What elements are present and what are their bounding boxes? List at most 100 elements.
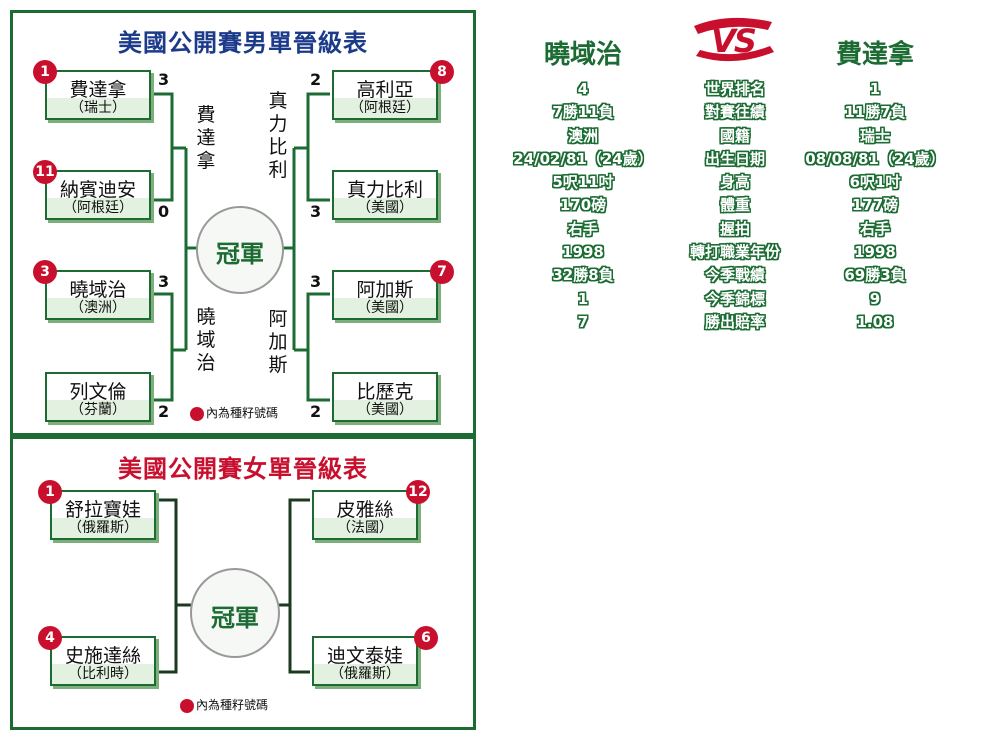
seed-badge: 1: [38, 480, 62, 504]
men-champion-label: 冠軍: [216, 240, 264, 268]
match-score: 2: [310, 402, 322, 421]
match-score: 0: [158, 202, 170, 221]
value-cell: 5呎11吋: [552, 173, 614, 192]
value-cell: 1998: [562, 243, 604, 262]
seed-dot-icon: [190, 406, 204, 421]
label-cell: 握拍: [719, 219, 750, 238]
value-cell: 69勝3負: [844, 266, 906, 285]
semifinalist-right-top: 真力比利: [268, 90, 288, 181]
match-score: 3: [158, 272, 170, 291]
value-cell: 1: [577, 289, 589, 308]
label-cell: 世界排名: [704, 80, 765, 98]
legend-text: 內為種籽號碼: [196, 698, 269, 712]
player-country: （法國）: [314, 518, 416, 538]
value-cell: 7勝11負: [552, 103, 614, 122]
semifinalist-right-bottom: 阿加斯: [268, 308, 288, 376]
men-seed-legend: 內為種籽號碼: [190, 404, 278, 421]
match-score: 3: [310, 272, 322, 291]
men-player-card: 真力比利 （美國）: [332, 170, 438, 220]
player-name: 納賓迪安: [59, 179, 136, 201]
men-champion-circle: 冠軍: [196, 206, 284, 294]
label-cell: 轉打職業年份: [689, 243, 780, 262]
value-cell: 24/02/81（24歲）: [513, 149, 653, 168]
semifinalist-left-top: 費達拿: [196, 104, 216, 172]
left-values-column: 4 7勝11負 澳洲 24/02/81（24歲） 5呎11吋 170磅 右手 1…: [508, 78, 658, 334]
seed-badge: 6: [414, 626, 438, 650]
value-cell: 1.08: [856, 312, 894, 331]
value-cell: 右手: [567, 219, 598, 238]
value-cell: 瑞士: [859, 126, 890, 145]
women-bracket-title: 美國公開賽女單晉級表: [118, 455, 368, 483]
vs-swoosh-icon: [694, 17, 774, 62]
value-cell: 170磅: [559, 196, 607, 215]
men-player-card: 納賓迪安 （阿根廷）: [45, 170, 151, 220]
labels-column: 世界排名 對賽往績 國籍 出生日期 身高 體重 握拍 轉打職業年份 今季戰績 今…: [660, 78, 810, 334]
player-name: 皮雅絲: [336, 499, 394, 521]
player-country: （比利時）: [52, 664, 154, 684]
label-cell: 出生日期: [704, 149, 765, 168]
player-name: 史施達絲: [64, 645, 141, 667]
comparison-right-player: 費達拿: [835, 40, 914, 70]
player-country: （美國）: [334, 198, 436, 218]
seed-badge: 7: [430, 260, 454, 284]
label-cell: 身高: [719, 173, 750, 192]
player-name: 真力比利: [346, 179, 423, 201]
value-cell: 11勝7負: [844, 103, 906, 122]
value-cell: 澳洲: [567, 126, 598, 145]
player-country: （阿根廷）: [334, 98, 436, 118]
player-country: （美國）: [334, 400, 436, 420]
player-name: 列文倫: [69, 381, 127, 403]
value-cell: 6呎1吋: [849, 173, 901, 192]
player-country: （俄羅斯）: [314, 664, 416, 684]
match-score: 2: [158, 402, 170, 421]
value-cell: 177磅: [851, 196, 899, 215]
men-player-card: 比歷克 （美國）: [332, 372, 438, 422]
player-name: 迪文泰娃: [326, 645, 403, 667]
women-seed-legend: 內為種籽號碼: [180, 696, 268, 713]
value-cell: 4: [577, 80, 589, 98]
player-country: （澳洲）: [47, 298, 149, 318]
value-cell: 08/08/81（24歲）: [805, 149, 945, 168]
men-player-card: 阿加斯 （美國）: [332, 270, 438, 320]
right-values-column: 1 11勝7負 瑞士 08/08/81（24歲） 6呎1吋 177磅 右手 19…: [800, 78, 950, 334]
player-country: （阿根廷）: [47, 198, 149, 218]
label-cell: 勝出賠率: [704, 312, 765, 331]
label-cell: 今季錦標: [704, 289, 765, 308]
seed-badge: 8: [430, 60, 454, 84]
value-cell: 32勝8負: [552, 266, 614, 285]
label-cell: 今季戰績: [704, 266, 765, 285]
women-player-card: 舒拉寶娃 （俄羅斯）: [50, 490, 156, 540]
player-name: 比歷克: [356, 381, 414, 403]
player-country: （芬蘭）: [47, 400, 149, 420]
men-bracket-lines: [150, 92, 330, 402]
women-champion-circle: 冠軍: [190, 568, 280, 658]
women-champion-label: 冠軍: [211, 604, 259, 632]
seed-badge: 12: [406, 480, 430, 504]
match-score: 2: [310, 70, 322, 89]
seed-badge: 1: [33, 60, 57, 84]
value-cell: 1: [869, 80, 881, 98]
value-cell: 右手: [859, 219, 890, 238]
player-name: 阿加斯: [356, 279, 414, 301]
player-name: 曉域治: [69, 279, 127, 301]
player-name: 高利亞: [356, 79, 414, 101]
player-country: （美國）: [334, 298, 436, 318]
legend-text: 內為種籽號碼: [206, 406, 279, 420]
label-cell: 對賽往績: [704, 103, 765, 122]
women-player-card: 皮雅絲 （法國）: [312, 490, 418, 540]
seed-badge: 11: [33, 160, 57, 184]
men-player-card: 列文倫 （芬蘭）: [45, 372, 151, 422]
comparison-left-player: 曉域治: [543, 40, 622, 70]
women-player-card: 迪文泰娃 （俄羅斯）: [312, 636, 418, 686]
vs-label: VS: [711, 22, 757, 60]
player-name: 費達拿: [69, 79, 127, 101]
player-name: 舒拉寶娃: [64, 499, 141, 521]
match-score: 3: [158, 70, 170, 89]
seed-badge: 3: [33, 260, 57, 284]
vs-logo: VS: [688, 16, 778, 64]
value-cell: 1998: [854, 243, 896, 262]
player-country: （瑞士）: [47, 98, 149, 118]
value-cell: 9: [869, 289, 881, 308]
semifinalist-left-bottom: 曉域治: [196, 306, 216, 374]
women-player-card: 史施達絲 （比利時）: [50, 636, 156, 686]
